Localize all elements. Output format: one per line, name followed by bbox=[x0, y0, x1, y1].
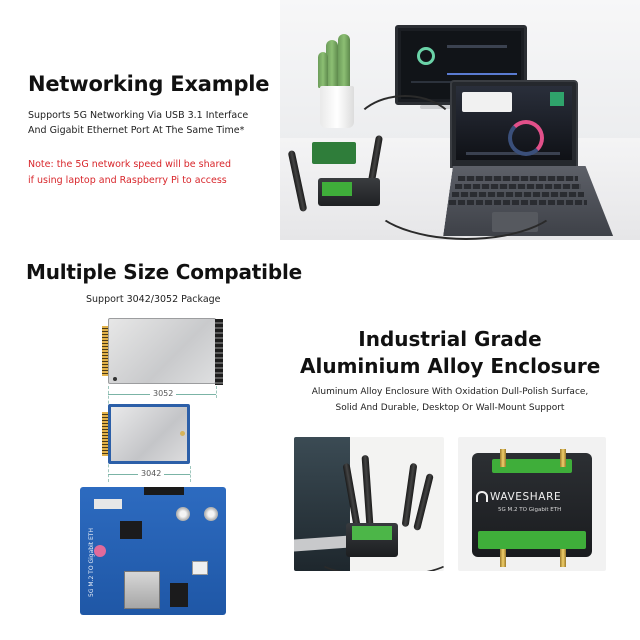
networking-title: Networking Example bbox=[28, 72, 270, 96]
board-silkscreen-label: 5G M.2 TO Gigabit ETH bbox=[88, 528, 95, 597]
networking-photo bbox=[280, 0, 640, 240]
dimension-3042-label: 3042 bbox=[138, 469, 165, 478]
router-device bbox=[318, 178, 380, 206]
raspberry-pi-board bbox=[312, 142, 356, 164]
sizes-subtitle: Support 3042/3052 Package bbox=[86, 294, 221, 305]
enclosure-topview-photo: WAVESHARE 5G M.2 TO Gigabit ETH bbox=[458, 437, 606, 571]
networking-note-line1: Note: the 5G network speed will be share… bbox=[28, 159, 232, 170]
screw-icon bbox=[176, 507, 190, 521]
module-3052-card bbox=[108, 318, 223, 385]
dimension-3052-label: 3052 bbox=[150, 389, 177, 398]
desktop-use-photo bbox=[294, 437, 444, 571]
networking-desc-line2: And Gigabit Ethernet Port At The Same Ti… bbox=[28, 125, 245, 136]
waveshare-logo-icon bbox=[476, 491, 488, 502]
module-3042-card bbox=[108, 404, 190, 464]
product-label: 5G M.2 TO Gigabit ETH bbox=[498, 507, 562, 513]
brand-logo: WAVESHARE bbox=[490, 491, 562, 503]
networking-desc-line1: Supports 5G Networking Via USB 3.1 Inter… bbox=[28, 110, 249, 121]
plant-pot bbox=[320, 86, 354, 128]
adapter-board: 5G M.2 TO Gigabit ETH bbox=[80, 487, 226, 615]
sizes-title: Multiple Size Compatible bbox=[26, 260, 302, 284]
enclosure-title-line1: Industrial Grade bbox=[358, 327, 542, 351]
aluminium-enclosure: WAVESHARE 5G M.2 TO Gigabit ETH bbox=[472, 449, 592, 567]
cactus-plant bbox=[326, 40, 338, 90]
networking-note-line2: if using laptop and Raspberry Pi to acce… bbox=[28, 175, 227, 186]
speed-gauge-icon bbox=[508, 120, 544, 156]
ethernet-port bbox=[124, 571, 160, 609]
enclosure-title-line2: Aluminium Alloy Enclosure bbox=[300, 354, 601, 378]
enclosure-desc-line2: Solid And Durable, Desktop Or Wall-Mount… bbox=[335, 403, 565, 413]
enclosure-desc-line1: Aluminum Alloy Enclosure With Oxidation … bbox=[311, 387, 589, 397]
